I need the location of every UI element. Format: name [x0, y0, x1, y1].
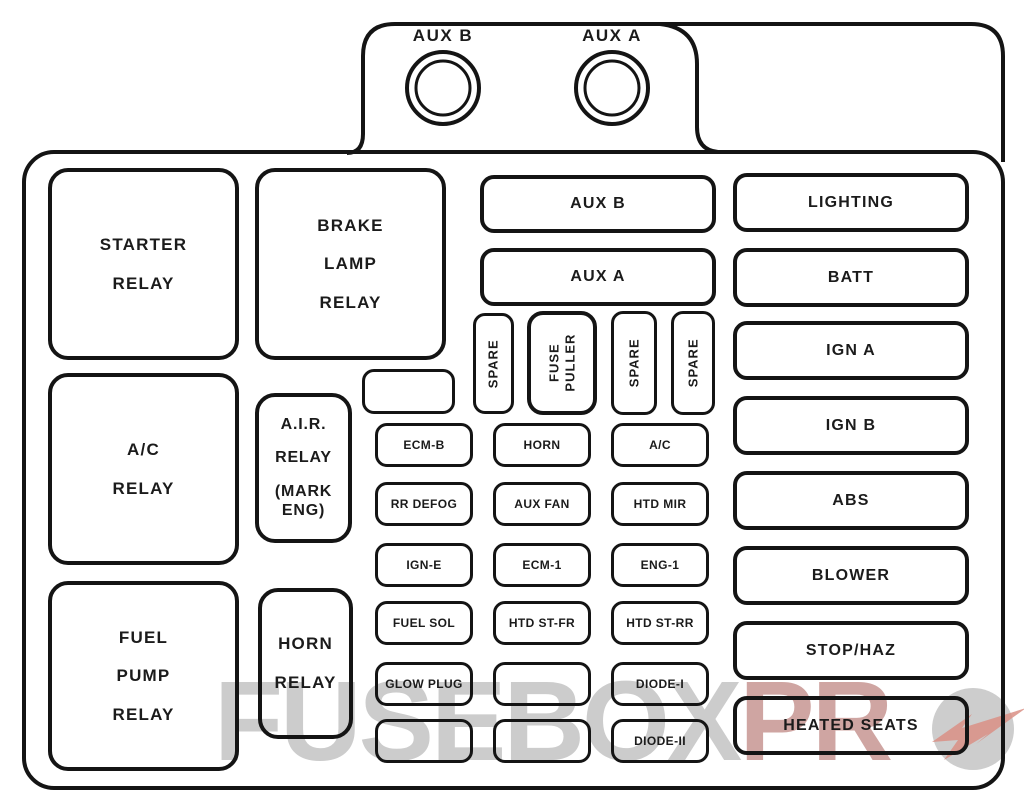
relay-label-line: FUEL [118, 627, 169, 647]
spare-slot-1: SPARE [473, 313, 514, 414]
fuse-label: ABS [832, 491, 870, 509]
fuse-aux-fan: AUX FAN [493, 482, 591, 526]
fuse-ign-b: IGN B [733, 396, 969, 455]
aux-b-terminal-label: AUX B [412, 26, 474, 45]
top-plate-outline [346, 22, 1005, 162]
fuse-label: GLOW PLUG [385, 677, 463, 691]
relay-label-line: PUMP [116, 666, 171, 686]
relay-label-line: LAMP [324, 254, 377, 274]
relay-label-line: RELAY [275, 449, 332, 467]
fuse-diode-ii: DIODE-II [611, 719, 709, 763]
fuel-pump-relay: FUEL PUMP RELAY [48, 581, 239, 771]
fuse-diode-i: DIODE-I [611, 662, 709, 706]
slot-label-line: FUSE [546, 343, 562, 383]
fuse-label: HEATED SEATS [783, 716, 919, 734]
blank-slot [493, 719, 591, 763]
fuse-label: HTD MIR [633, 497, 687, 511]
fuse-label: STOP/HAZ [805, 641, 897, 659]
fuse-label: HTD ST-FR [508, 616, 576, 630]
relay-label-line: HORN [278, 634, 333, 654]
fuse-htd-mir: HTD MIR [611, 482, 709, 526]
fuse-htd-st-rr: HTD ST-RR [611, 601, 709, 645]
aux-b-terminal-outer-circle [405, 50, 481, 126]
air-relay: A.I.R. RELAY (MARK ENG) [255, 393, 352, 543]
fuse-horn: HORN [493, 423, 591, 467]
fuse-batt: BATT [733, 248, 969, 307]
slot-label-line: PULLER [562, 334, 577, 392]
fuse-label: ENG-1 [640, 558, 680, 572]
fuse-label: ECM-1 [522, 558, 562, 572]
fuse-label: IGN B [825, 416, 877, 434]
blank-slot [362, 369, 455, 414]
fuse-label: AUX A [570, 268, 626, 285]
fuse-label: DIODE-I [635, 677, 685, 691]
top-plate-partition [659, 22, 719, 154]
ac-relay: A/C RELAY [48, 373, 239, 565]
brake-lamp-relay: BRAKE LAMP RELAY [255, 168, 446, 360]
fuse-htd-st-fr: HTD ST-FR [493, 601, 591, 645]
fuse-ign-e: IGN-E [375, 543, 473, 587]
watermark-red-part: PR [739, 658, 893, 784]
slot-label: SPARE [485, 339, 501, 388]
relay-label-line: STARTER [99, 234, 188, 254]
fuse-heated-seats: HEATED SEATS [733, 696, 969, 755]
slot-label: SPARE [626, 338, 642, 388]
fuse-label: HORN [523, 438, 561, 452]
slot-label: SPARE [685, 338, 701, 388]
blank-slot [493, 662, 591, 706]
relay-label-line: ENG) [281, 501, 326, 519]
fuse-ign-a: IGN A [733, 321, 969, 380]
fuse-label: IGN-E [406, 558, 442, 572]
spare-slot-3: SPARE [671, 311, 715, 415]
fuse-label: ECM-B [403, 438, 445, 452]
fuse-label: DIODE-II [634, 734, 686, 748]
relay-label-line: A.I.R. [280, 415, 327, 433]
fuse-label: BLOWER [811, 566, 891, 584]
aux-b-terminal-inner-circle [414, 59, 472, 117]
fuse-ecm-b: ECM-B [375, 423, 473, 467]
fuse-label: BATT [827, 268, 875, 286]
spare-slot-2: SPARE [611, 311, 657, 415]
fuse-label: RR DEFOG [390, 497, 458, 511]
fuse-stop-haz: STOP/HAZ [733, 621, 969, 680]
aux-a-terminal-outer-circle [574, 50, 650, 126]
blank-slot [375, 719, 473, 763]
aux-a-terminal-inner-circle [583, 59, 641, 117]
relay-label-line: RELAY [319, 292, 382, 312]
fuse-label: A/C [649, 438, 671, 452]
fuse-label: FUEL SOL [392, 616, 456, 630]
fuse-fuel-sol: FUEL SOL [375, 601, 473, 645]
fuse-glow-plug: GLOW PLUG [375, 662, 473, 706]
relay-label-line: RELAY [112, 273, 175, 293]
fuse-rr-defog: RR DEFOG [375, 482, 473, 526]
aux-a-terminal-label: AUX A [582, 26, 642, 45]
fuse-label: LIGHTING [807, 193, 895, 211]
starter-relay: STARTER RELAY [48, 168, 239, 360]
fuse-ac: A/C [611, 423, 709, 467]
relay-label-line: RELAY [274, 673, 337, 692]
fuse-aux-b: AUX B [480, 175, 716, 233]
fuse-abs: ABS [733, 471, 969, 530]
fuse-eng-1: ENG-1 [611, 543, 709, 587]
fuse-label: AUX B [570, 195, 626, 212]
fuse-blower: BLOWER [733, 546, 969, 605]
main-box-outline [22, 150, 1005, 790]
relay-label-line: A/C [127, 439, 160, 459]
relay-label-line: RELAY [112, 704, 175, 724]
fuse-label: IGN A [826, 341, 876, 359]
fuse-label: AUX FAN [514, 497, 570, 511]
relay-label-line: BRAKE [317, 215, 384, 235]
fuse-aux-a: AUX A [480, 248, 716, 306]
horn-relay: HORN RELAY [258, 588, 353, 739]
fuse-lighting: LIGHTING [733, 173, 969, 232]
relay-label-line: (MARK [274, 482, 333, 500]
fuse-ecm-1: ECM-1 [493, 543, 591, 587]
relay-label-line: RELAY [112, 478, 175, 498]
fuse-label: HTD ST-RR [626, 616, 694, 630]
